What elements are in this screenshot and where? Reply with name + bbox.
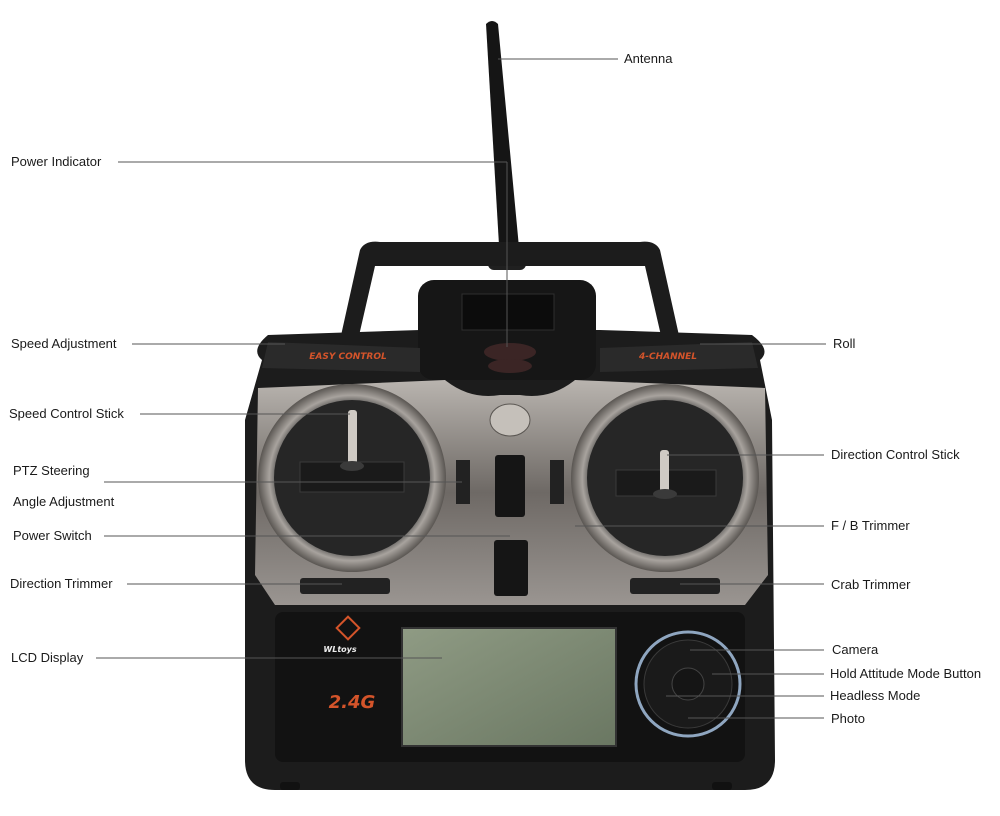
carry-handle bbox=[340, 241, 680, 340]
label-angle-adjustment: Angle Adjustment bbox=[13, 494, 115, 509]
lcd-display bbox=[401, 627, 617, 747]
label-crab-trimmer: Crab Trimmer bbox=[831, 577, 911, 592]
panel-left-text: EASY CONTROL bbox=[309, 352, 387, 362]
label-power-indicator: Power Indicator bbox=[11, 154, 102, 169]
label-roll: Roll bbox=[833, 336, 856, 351]
label-lcd-display: LCD Display bbox=[11, 650, 84, 665]
ptz-steering-switch bbox=[495, 455, 525, 517]
label-camera: Camera bbox=[832, 642, 879, 657]
power-indicator bbox=[484, 343, 536, 373]
left-gimbal bbox=[258, 384, 446, 572]
crab-trimmer bbox=[630, 578, 720, 594]
speed-adjustment-knob bbox=[489, 403, 531, 437]
label-photo: Photo bbox=[831, 711, 865, 726]
side-trimmer-right bbox=[550, 460, 564, 504]
label-ptz-steering: PTZ Steering bbox=[13, 463, 90, 478]
direction-trimmer bbox=[300, 578, 390, 594]
frequency-badge: 2.4G bbox=[329, 692, 376, 713]
logo-text: WLtoys bbox=[323, 645, 356, 654]
hold-attitude-mode-button bbox=[671, 667, 705, 701]
leader-lines bbox=[96, 58, 826, 719]
label-hold-attitude-mode-button: Hold Attitude Mode Button bbox=[830, 666, 982, 681]
label-direction-control-stick: Direction Control Stick bbox=[831, 447, 960, 462]
panel-right-text: 4-CHANNEL bbox=[638, 352, 697, 362]
label-speed-adjustment: Speed Adjustment bbox=[11, 336, 117, 351]
feet bbox=[280, 782, 732, 790]
power-switch bbox=[494, 540, 528, 596]
side-trimmer-left bbox=[456, 460, 470, 504]
label-speed-control-stick: Speed Control Stick bbox=[9, 406, 124, 421]
logo-mark-icon bbox=[335, 615, 361, 641]
direction-control-stick bbox=[653, 450, 677, 499]
label-fb-trimmer: F / B Trimmer bbox=[831, 518, 910, 533]
label-antenna: Antenna bbox=[624, 51, 673, 66]
speed-control-stick bbox=[340, 410, 364, 471]
antenna bbox=[486, 21, 526, 270]
label-power-switch: Power Switch bbox=[13, 528, 92, 543]
label-headless-mode: Headless Mode bbox=[830, 688, 921, 703]
label-direction-trimmer: Direction Trimmer bbox=[10, 576, 113, 591]
